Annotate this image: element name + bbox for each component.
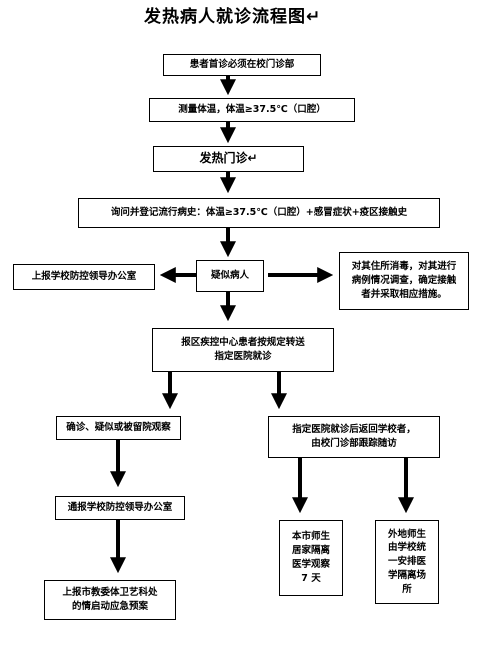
step-local-line: 本市师生 (291, 531, 330, 543)
step-transfer-line: 指定医院就诊 (214, 351, 272, 362)
step-confirmed: 确诊、疑似或被留院观察 (56, 416, 181, 440)
step-right-action-line: 者并采取相应措施。 (361, 288, 447, 300)
step-returned-line: 指定医院就诊后返回学校者， (292, 424, 416, 436)
step-report-left-label: 上报学校防控领导办公室 (31, 271, 137, 283)
step-outside-line: 外地师生 (387, 528, 426, 540)
step-report-city: 上报市教委体卫艺科处 的情启动应急预案 (44, 580, 176, 620)
step-measure-label: 测量体温，体温≥37.5℃（口腔） (178, 104, 326, 116)
step-outside-line: 所 (402, 583, 412, 595)
step-entry-label: 患者首诊必须在校门诊部 (189, 59, 295, 71)
step-right-action-line: 对其住所消毒，对其进行 (351, 261, 457, 273)
step-local-line: 居家隔离 (291, 545, 330, 557)
step-fever-clinic: 发热门诊↵ (153, 146, 304, 172)
step-transfer-line: 报区疾控中心患者按规定转送 (181, 337, 305, 349)
step-report-left: 上报学校防控领导办公室 (13, 264, 155, 290)
step-local-line: 7 天 (301, 572, 321, 584)
step-report-city-line: 上报市教委体卫艺科处 (62, 587, 158, 599)
step-right-action: 对其住所消毒，对其进行 病例情况调查，确定接触 者并采取相应措施。 (339, 252, 469, 310)
step-measure: 测量体温，体温≥37.5℃（口腔） (149, 98, 355, 122)
step-suspected: 疑似病人 (196, 260, 264, 292)
step-returned-line: 由校门诊部跟踪随访 (311, 438, 397, 449)
step-outside: 外地师生 由学校统 一安排医 学隔离场 所 (375, 520, 439, 604)
step-history: 询问并登记流行病史：体温≥37.5℃（口腔）+感冒症状+疫区接触史 (78, 198, 440, 228)
step-outside-line: 学隔离场 (387, 569, 426, 581)
step-entry: 患者首诊必须在校门诊部 (163, 54, 321, 76)
step-confirmed-label: 确诊、疑似或被留院观察 (66, 422, 171, 434)
step-right-action-line: 病例情况调查，确定接触 (351, 275, 457, 287)
step-returned: 指定医院就诊后返回学校者， 由校门诊部跟踪随访 (268, 416, 440, 458)
step-local-line: 医学观察 (291, 559, 330, 570)
step-outside-line: 一安排医 (387, 556, 426, 568)
step-transfer: 报区疾控中心患者按规定转送 指定医院就诊 (152, 328, 334, 372)
step-local: 本市师生 居家隔离 医学观察 7 天 (279, 520, 343, 596)
step-report-city-line: 的情启动应急预案 (71, 601, 148, 612)
page-title: 发热病人就诊流程图↵ (144, 7, 322, 27)
step-notify-label: 通报学校防控领导办公室 (67, 502, 173, 514)
step-suspected-label: 疑似病人 (210, 270, 249, 282)
step-notify: 通报学校防控领导办公室 (55, 496, 185, 520)
step-outside-line: 由学校统 (387, 542, 426, 554)
step-history-label: 询问并登记流行病史：体温≥37.5℃（口腔）+感冒症状+疫区接触史 (110, 207, 408, 219)
step-fever-clinic-label: 发热门诊↵ (199, 151, 258, 166)
